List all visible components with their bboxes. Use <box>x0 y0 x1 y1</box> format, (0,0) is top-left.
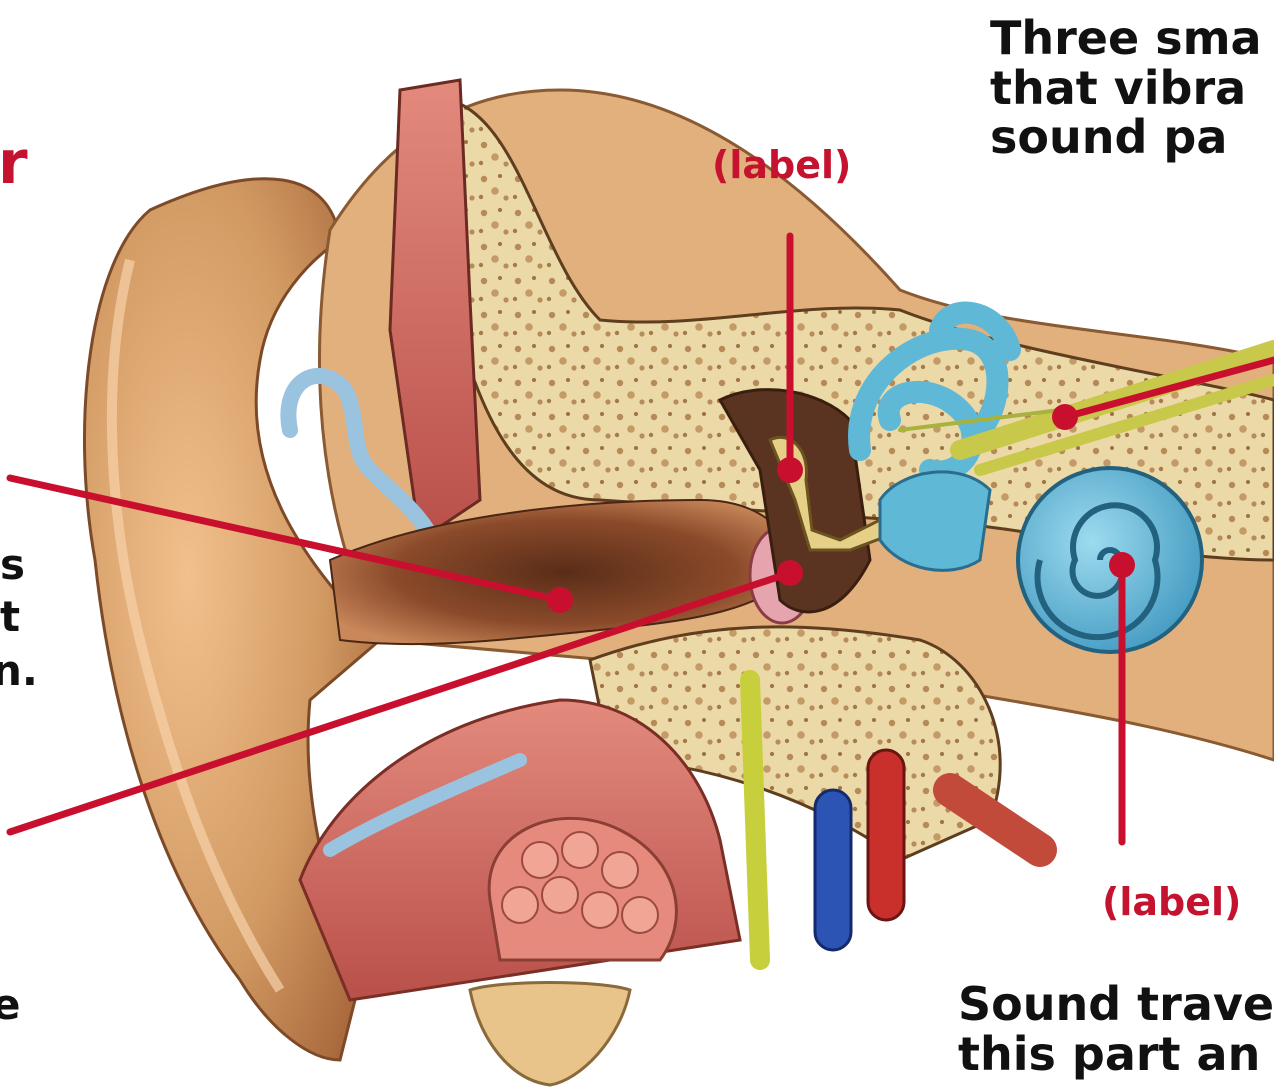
top-right-line-3: sound pa <box>990 113 1262 163</box>
dot-eardrum <box>777 560 803 586</box>
left-text-fragment-e: e <box>0 980 21 1029</box>
left-text-fragment-t: t <box>0 592 20 641</box>
dot-cochlea <box>1109 552 1135 578</box>
dot-nerve <box>1052 404 1078 430</box>
top-right-line-2: that vibra <box>990 64 1262 114</box>
dot-ossicles <box>777 457 803 483</box>
bottom-label: (label) <box>1102 880 1241 924</box>
red-artery <box>868 750 904 920</box>
yellow-nerve <box>750 680 760 960</box>
vestibule <box>880 472 990 571</box>
top-right-caption: Three sma that vibra sound pa <box>990 14 1262 163</box>
bottom-right-line-2: this part an <box>958 1030 1274 1080</box>
dot-ear-canal <box>547 587 573 613</box>
top-right-line-1: Three sma <box>990 14 1262 64</box>
blue-vein <box>815 790 851 950</box>
left-title-fragment: r <box>0 128 28 198</box>
left-text-fragment-n: n. <box>0 646 38 695</box>
lobe-tissue <box>470 983 630 1086</box>
bottom-right-caption: Sound trave this part an <box>958 980 1274 1079</box>
left-text-fragment-s: s <box>0 540 25 589</box>
bottom-right-line-1: Sound trave <box>958 980 1274 1030</box>
top-label: (label) <box>712 143 851 187</box>
